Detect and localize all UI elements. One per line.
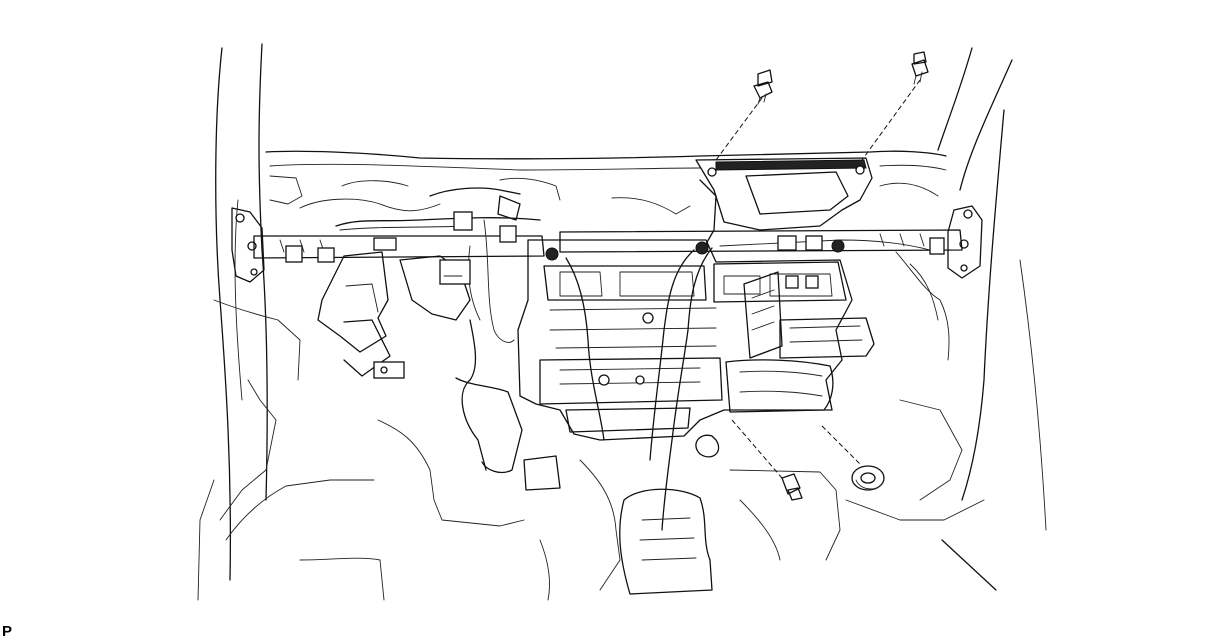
reinforcement-beam	[253, 229, 963, 263]
center-wire-harness	[545, 235, 950, 531]
bolt-top-right	[861, 51, 929, 161]
air-duct-assembly	[695, 157, 873, 245]
bolt-bottom	[731, 419, 803, 501]
illustration-code-label: P	[2, 623, 13, 640]
left-a-pillar	[215, 43, 268, 581]
cowl-top-panel	[265, 150, 947, 215]
right-a-pillar	[937, 47, 1047, 531]
left-wire-harness	[335, 187, 541, 343]
bolt-top-left	[715, 69, 773, 161]
steering-support-bracket	[317, 251, 523, 474]
floor-and-console	[197, 299, 997, 601]
heater-air-conditioning-unit	[517, 239, 875, 458]
nut-bottom-right	[821, 425, 885, 491]
